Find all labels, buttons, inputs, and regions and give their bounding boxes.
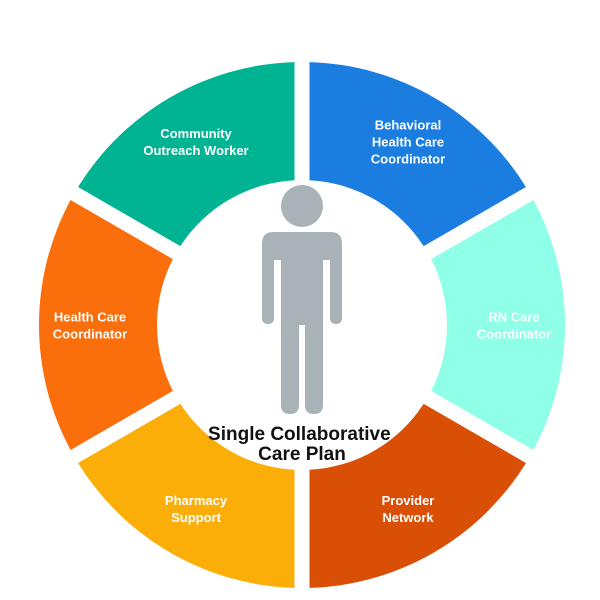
segment-community-outreach-worker	[78, 62, 295, 247]
segment-behavioral-health-care-coordinator	[309, 62, 526, 247]
segment-label-line: Health Care	[54, 310, 126, 325]
segments-layer	[38, 62, 565, 588]
person-icon	[262, 185, 342, 414]
segment-health-care-coordinator	[38, 200, 173, 450]
segment-pharmacy-support	[78, 403, 295, 588]
segment-label-line: Health Care	[372, 134, 444, 149]
segment-label-line: Pharmacy	[165, 493, 228, 508]
segment-label-line: Coordinator	[53, 327, 127, 342]
segment-label-line: Behavioral	[375, 117, 441, 132]
segment-label-line: Coordinator	[477, 327, 551, 342]
segment-label-line: Network	[382, 510, 434, 525]
segment-label-line: Community	[160, 126, 232, 141]
segment-rn-care-coordinator	[431, 200, 565, 450]
segment-label-line: Outreach Worker	[143, 143, 248, 158]
center-title-line: Care Plan	[258, 444, 346, 465]
segment-label-line: Provider	[382, 493, 435, 508]
center-title-line: Single Collaborative	[208, 424, 391, 445]
segment-provider-network	[309, 403, 526, 588]
segment-label-line: RN Care	[488, 310, 539, 325]
center-title: Single Collaborative Care Plan	[208, 424, 396, 465]
segment-label-line: Coordinator	[371, 151, 445, 166]
segment-label-line: Support	[171, 510, 221, 525]
